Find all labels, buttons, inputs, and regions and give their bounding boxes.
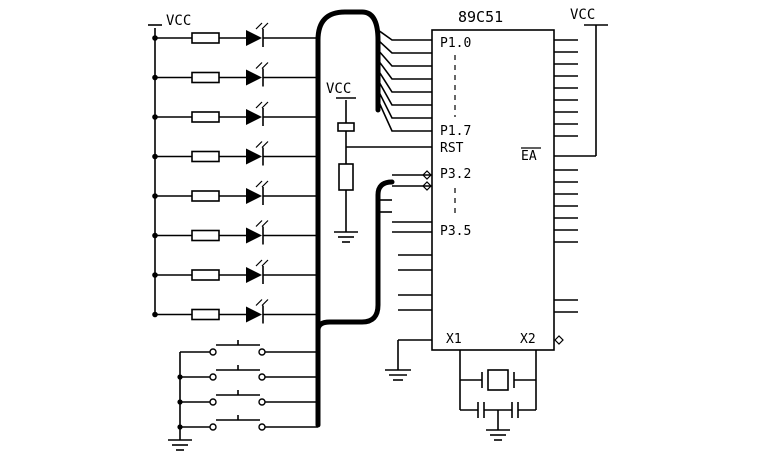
chip-body: [431, 29, 555, 351]
led-diode-icon: [246, 148, 262, 165]
led-emission-arrow: [255, 101, 263, 109]
right-pin-stubs: [554, 39, 578, 313]
led-emission-arrow: [261, 220, 269, 227]
led-emission-arrow: [261, 259, 269, 267]
led-diode-icon: [246, 30, 262, 46]
switch-array: [177, 340, 318, 431]
chip-name: 89C51: [458, 8, 503, 26]
led-resistor: [191, 111, 220, 123]
led-row: [152, 141, 318, 166]
led-diode-icon: [246, 188, 262, 204]
p1-fanout-lines: [377, 29, 432, 132]
led-resistor: [191, 71, 220, 84]
led-row: [152, 299, 318, 324]
switch-ground-rail: [168, 352, 192, 451]
pin-ea-label: EA: [521, 149, 537, 164]
led-diode-icon: [246, 109, 262, 125]
reset-vcc-label: VCC: [326, 81, 351, 97]
led-vcc-label: VCC: [166, 13, 191, 29]
p1-line: [377, 39, 432, 54]
led-row: [152, 62, 318, 87]
switch-row: [177, 365, 318, 381]
p3-lines: [378, 170, 432, 311]
led-emission-arrow: [255, 180, 263, 188]
led-resistor: [191, 229, 220, 242]
pin-p10-label: P1.0: [440, 36, 471, 51]
led-diode-icon: [246, 69, 262, 86]
p1-line: [377, 49, 432, 67]
led-vcc-rail: [148, 24, 162, 315]
pin-p17-label: P1.7: [440, 124, 471, 139]
p1-line: [377, 59, 432, 80]
led-emission-arrow: [261, 299, 269, 306]
led-emission-arrow: [255, 141, 263, 148]
x2-pin-marker: [554, 335, 564, 345]
ea-vcc-label: VCC: [570, 7, 595, 23]
led-array: [152, 22, 318, 324]
crystal-circuit: [459, 350, 537, 441]
led-emission-arrow: [255, 259, 263, 267]
pin-p35-label: P3.5: [440, 224, 471, 239]
reset-capacitor: [337, 122, 355, 132]
led-resistor: [191, 32, 220, 44]
led-row: [152, 220, 318, 245]
data-bus: [315, 9, 395, 428]
p1-line: [377, 69, 432, 93]
led-emission-arrow: [261, 62, 269, 69]
led-diode-icon: [246, 267, 262, 283]
led-emission-arrow: [261, 180, 269, 188]
led-emission-arrow: [255, 220, 263, 227]
led-row: [152, 22, 318, 47]
switch-row: [180, 340, 318, 356]
led-diode-icon: [246, 306, 262, 323]
switch-row: [177, 415, 318, 431]
switch-row: [177, 390, 318, 406]
reset-resistor: [338, 163, 354, 191]
led-emission-arrow: [261, 101, 269, 109]
led-emission-arrow: [261, 141, 269, 148]
crystal: [487, 369, 509, 391]
led-row: [152, 180, 318, 205]
led-resistor: [191, 269, 220, 281]
led-emission-arrow: [255, 299, 263, 306]
led-row: [152, 259, 318, 284]
p1-line: [377, 79, 432, 106]
pin-x2-label: X2: [520, 332, 536, 347]
reset-circuit: [334, 97, 432, 243]
pin-p32-label: P3.2: [440, 167, 471, 182]
led-resistor: [191, 150, 220, 163]
led-emission-arrow: [255, 22, 263, 30]
led-resistor: [191, 308, 220, 321]
ea-vcc-connection: [554, 24, 608, 157]
led-emission-arrow: [255, 62, 263, 69]
p1-line: [377, 29, 432, 41]
led-resistor: [191, 190, 220, 202]
p1-line: [377, 89, 432, 119]
p1-line: [377, 99, 432, 132]
led-row: [152, 101, 318, 126]
pin-x1-label: X1: [446, 332, 462, 347]
pin-rst-label: RST: [440, 141, 464, 156]
x1-ground: [385, 339, 432, 381]
led-diode-icon: [246, 227, 262, 244]
led-emission-arrow: [261, 22, 269, 30]
